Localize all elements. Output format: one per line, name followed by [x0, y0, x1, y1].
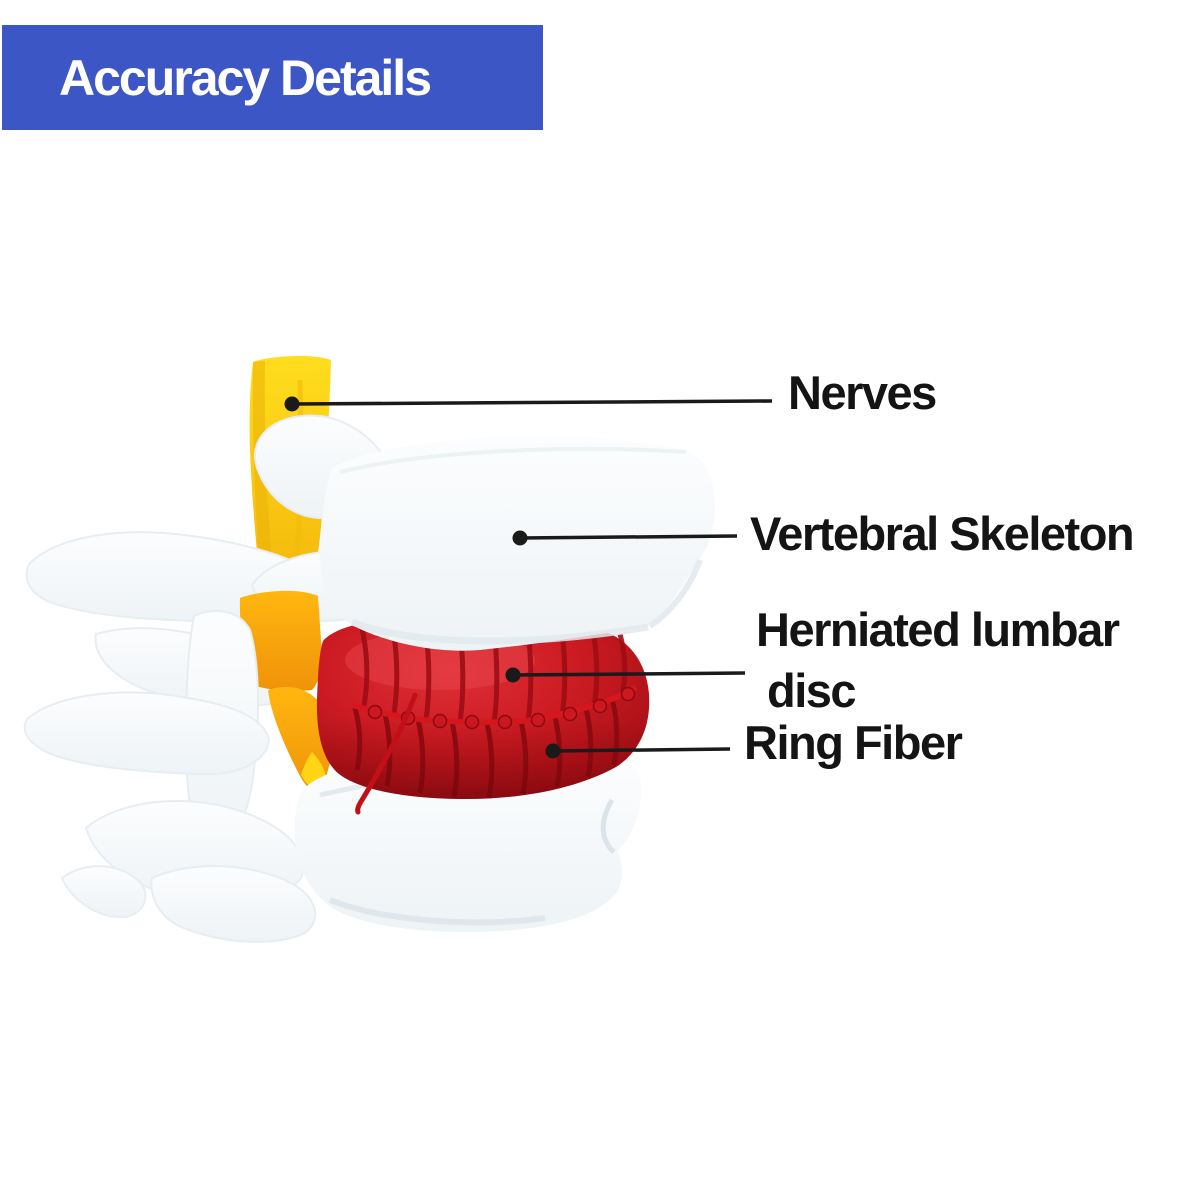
leader-lines	[284, 396, 773, 759]
label-nerves: Nerves	[788, 366, 937, 419]
label-herniated-lumbar-line2: disc	[767, 664, 857, 717]
header-banner: Accuracy Details	[2, 25, 543, 130]
label-ring-fiber: Ring Fiber	[744, 716, 963, 769]
leader-vertebral-skeleton	[512, 530, 738, 546]
red-cord	[355, 692, 418, 815]
lower-vertebra-processes	[23, 609, 317, 943]
header-title: Accuracy Details	[59, 49, 432, 106]
label-herniated-lumbar-line1: Herniated lumbar	[756, 603, 1120, 656]
leader-herniated-disc	[505, 667, 746, 683]
leader-ring-fiber	[545, 743, 731, 759]
leader-nerves	[284, 396, 773, 412]
label-vertebral-skeleton: Vertebral Skeleton	[750, 507, 1135, 560]
